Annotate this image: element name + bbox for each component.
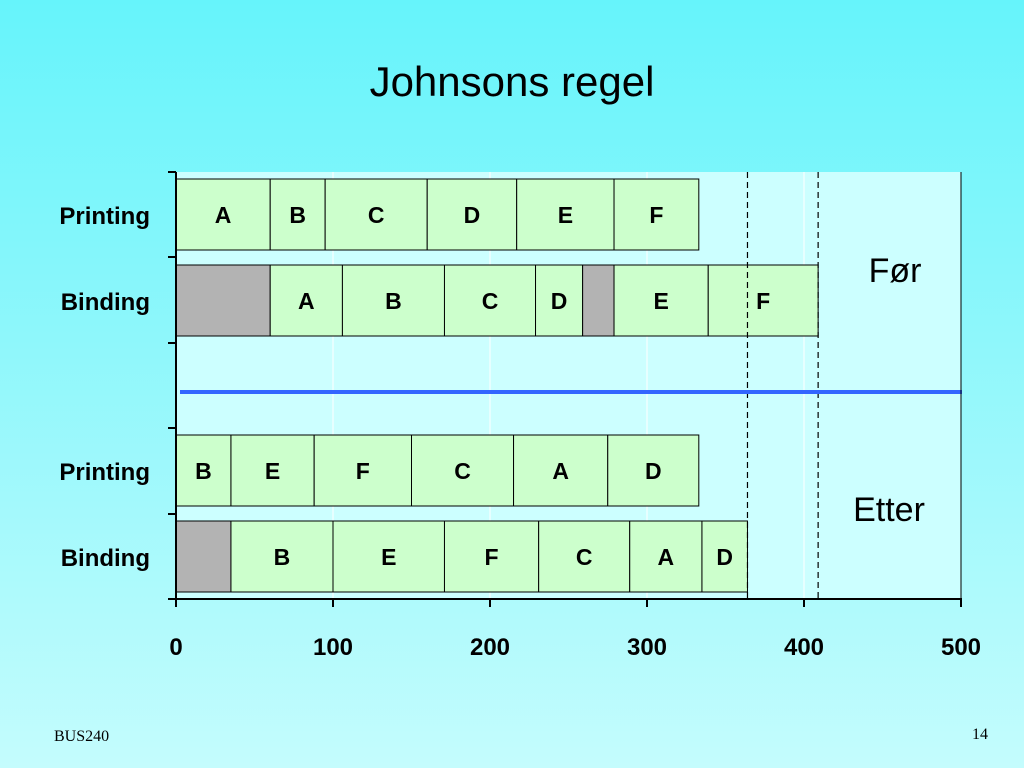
task-label-1-3: C — [482, 288, 499, 314]
reference-lines — [746, 172, 819, 599]
x-tick-label-100: 100 — [313, 634, 353, 661]
x-axis-ticks: 0 100 200 300 400 500 — [169, 599, 981, 661]
task-label-3-5: A — [658, 544, 675, 570]
task-segment-2-1 — [230, 434, 315, 507]
task-segment-2-3 — [411, 434, 515, 507]
task-label-2-4: A — [552, 458, 569, 484]
gantt-bars: A B C D E F A B C D E F B E F C A D B E F C A D — [175, 178, 819, 593]
x-tick-label-200: 200 — [470, 634, 510, 661]
task-label-2-3: C — [454, 458, 471, 484]
task-label-3-4: C — [576, 544, 593, 570]
task-label-2-0: B — [195, 458, 212, 484]
task-label-1-4: D — [551, 288, 568, 314]
task-label-0-5: F — [649, 202, 663, 228]
task-segment-2-5 — [607, 434, 700, 507]
annotation-etter: Etter — [853, 491, 925, 529]
task-segment-1-3 — [443, 264, 537, 337]
page-number: 14 — [972, 726, 988, 743]
task-label-2-1: E — [265, 458, 280, 484]
task-segment-3-2 — [332, 520, 445, 593]
task-segment-1-2 — [341, 264, 445, 337]
task-label-3-2: E — [381, 544, 396, 570]
task-segment-0-5 — [613, 178, 700, 251]
task-label-0-3: D — [464, 202, 481, 228]
task-label-2-5: D — [645, 458, 662, 484]
task-label-0-4: E — [558, 202, 573, 228]
task-label-1-1: A — [298, 288, 315, 314]
task-segment-3-1 — [230, 520, 334, 593]
task-label-1-7: F — [756, 288, 770, 314]
task-segment-1-4 — [535, 264, 584, 337]
task-segment-2-2 — [313, 434, 412, 507]
task-segment-1-7 — [707, 264, 819, 337]
task-segment-3-3 — [443, 520, 540, 593]
task-segment-1-1 — [269, 264, 343, 337]
task-segment-0-2 — [324, 178, 428, 251]
task-label-3-3: F — [485, 544, 499, 570]
x-tick-label-300: 300 — [627, 634, 667, 661]
x-tick-label-400: 400 — [784, 634, 824, 661]
task-segment-0-3 — [426, 178, 518, 251]
idle-segment-1-5 — [582, 264, 615, 337]
task-segment-2-0 — [175, 434, 232, 507]
task-segment-1-6 — [613, 264, 709, 337]
task-label-2-2: F — [356, 458, 370, 484]
footer-course-code: BUS240 — [54, 728, 110, 745]
task-segment-0-1 — [269, 178, 326, 251]
task-label-0-0: A — [215, 202, 232, 228]
task-label-0-1: B — [289, 202, 306, 228]
task-label-0-2: C — [368, 202, 385, 228]
row-label-3: Binding — [61, 545, 150, 572]
row-label-0: Printing — [59, 203, 150, 230]
x-tick-label-500: 500 — [941, 634, 981, 661]
task-segment-2-4 — [513, 434, 609, 507]
idle-segment-3-0 — [175, 520, 232, 593]
task-label-3-6: D — [716, 544, 733, 570]
task-segment-0-4 — [516, 178, 615, 251]
row-label-1: Binding — [61, 289, 150, 316]
slide-title: Johnsons regel — [369, 58, 655, 105]
annotation-for: Før — [869, 252, 922, 290]
idle-segment-1-0 — [175, 264, 271, 337]
task-label-1-2: B — [385, 288, 402, 314]
y-axis-ticks — [168, 171, 176, 600]
x-tick-label-0: 0 — [169, 634, 182, 661]
row-label-2: Printing — [59, 459, 150, 486]
task-segment-3-4 — [538, 520, 631, 593]
task-label-3-1: B — [274, 544, 291, 570]
task-label-1-6: E — [653, 288, 668, 314]
